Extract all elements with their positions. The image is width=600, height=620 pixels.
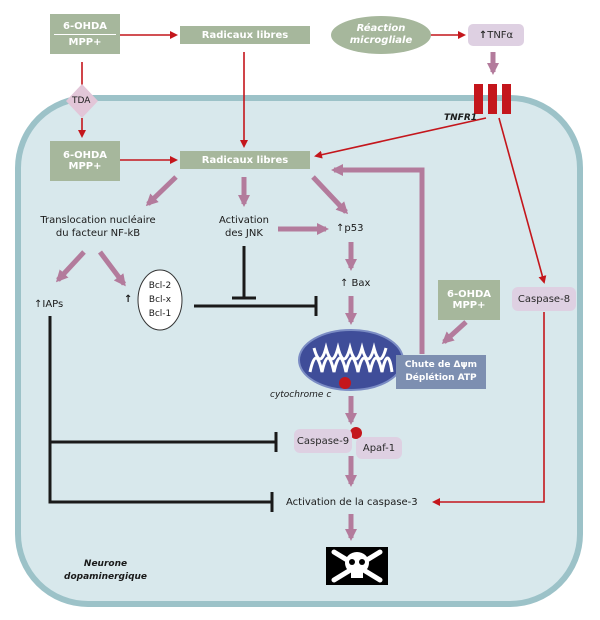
caspase-8-label: Caspase-8 (517, 293, 571, 305)
jnk-line1: Activation (218, 215, 270, 226)
ohda-mpp-box-mid: 6-OHDA MPP+ (50, 141, 120, 181)
mpp-right-label: MPP+ (452, 300, 486, 311)
inhibition-lines (48, 246, 318, 512)
bcl1-label: Bcl-1 (148, 309, 172, 319)
mpp-mid-label: MPP+ (68, 161, 102, 172)
bcl2-label: Bcl-2 (148, 281, 172, 291)
ohda-right-label: 6-OHDA (446, 289, 492, 300)
caspase-9-box: Caspase-9 (294, 429, 352, 453)
red-arrows (78, 31, 547, 506)
nfkb-translocation-label: Translocation nucléaire du facteur NF-kB (28, 214, 168, 240)
iaps-label: ↑IAPs (34, 299, 64, 310)
jnk-line2: des JNK (225, 228, 263, 239)
ohda-mid-label: 6-OHDA (62, 150, 108, 161)
bcl-ellipse (137, 269, 183, 331)
radicaux-libres-box-top: Radicaux libres (180, 26, 310, 44)
reaction-line2: microgliale (349, 35, 413, 46)
neurone-line2: dopaminergique (64, 572, 148, 582)
apaf-1-label: Apaf-1 (362, 442, 396, 454)
reaction-line1: Réaction (356, 23, 406, 34)
tda-label: TDA (72, 96, 91, 106)
caspase-9-label: Caspase-9 (296, 435, 350, 447)
cytochrome-c-label: cytochrome c (270, 390, 332, 400)
neuron-label: Neurone dopaminergique (64, 558, 147, 584)
transloc-line1: Translocation nucléaire (40, 215, 156, 226)
radicaux-mid-label: Radicaux libres (201, 154, 289, 166)
caspase-8-box: Caspase-8 (512, 287, 576, 311)
transloc-line2: du facteur NF-kB (55, 228, 141, 239)
mitochondrion-icon (298, 329, 404, 391)
depletion-line: Déplétion ATP (405, 373, 477, 383)
bclx-label: Bcl-x (148, 295, 172, 305)
ohda-mpp-box-top: 6-OHDA MPP+ (50, 14, 120, 54)
microglial-reaction-ellipse (331, 16, 431, 54)
bcl-up-arrow: ↑ (124, 294, 133, 305)
chute-line: Chute de Δψm (404, 360, 478, 370)
jnk-activation-label: Activation des JNK (206, 214, 282, 240)
tnf-alpha-box: ↑ TNFα (468, 24, 524, 46)
neurone-line1: Neurone (83, 559, 128, 569)
mpp-label: MPP+ (68, 36, 102, 48)
chute-depletion-box: Chute de Δψm Déplétion ATP (396, 355, 486, 389)
caspase-3-activation-label: Activation de la caspase-3 (286, 497, 418, 508)
divider (54, 33, 116, 35)
ohda-mpp-box-right: 6-OHDA MPP+ (438, 280, 500, 320)
ohda-label: 6-OHDA (62, 20, 108, 32)
tda-diamond (66, 84, 98, 118)
radicaux-top-label: Radicaux libres (201, 29, 289, 41)
apoptosome-dot (350, 427, 362, 439)
bcl-family-list: Bcl-2 Bcl-x Bcl-1 (140, 279, 180, 321)
tnf-label: TNFα (487, 29, 514, 41)
tnf-up-arrow: ↑ (478, 29, 488, 41)
neuron-cell (15, 95, 583, 607)
mauve-arrows (55, 52, 499, 541)
p53-label: ↑p53 (336, 223, 364, 234)
bax-label: ↑ Bax (340, 278, 371, 289)
radicaux-libres-box-mid: Radicaux libres (180, 151, 310, 169)
apaf-1-box: Apaf-1 (356, 437, 402, 459)
skull-crossbones-icon (326, 547, 388, 585)
tnfr1-label: TNFR1 (444, 113, 478, 123)
receptor-bars-icon (474, 84, 511, 114)
microglial-reaction-label: Réaction microgliale (333, 17, 429, 53)
